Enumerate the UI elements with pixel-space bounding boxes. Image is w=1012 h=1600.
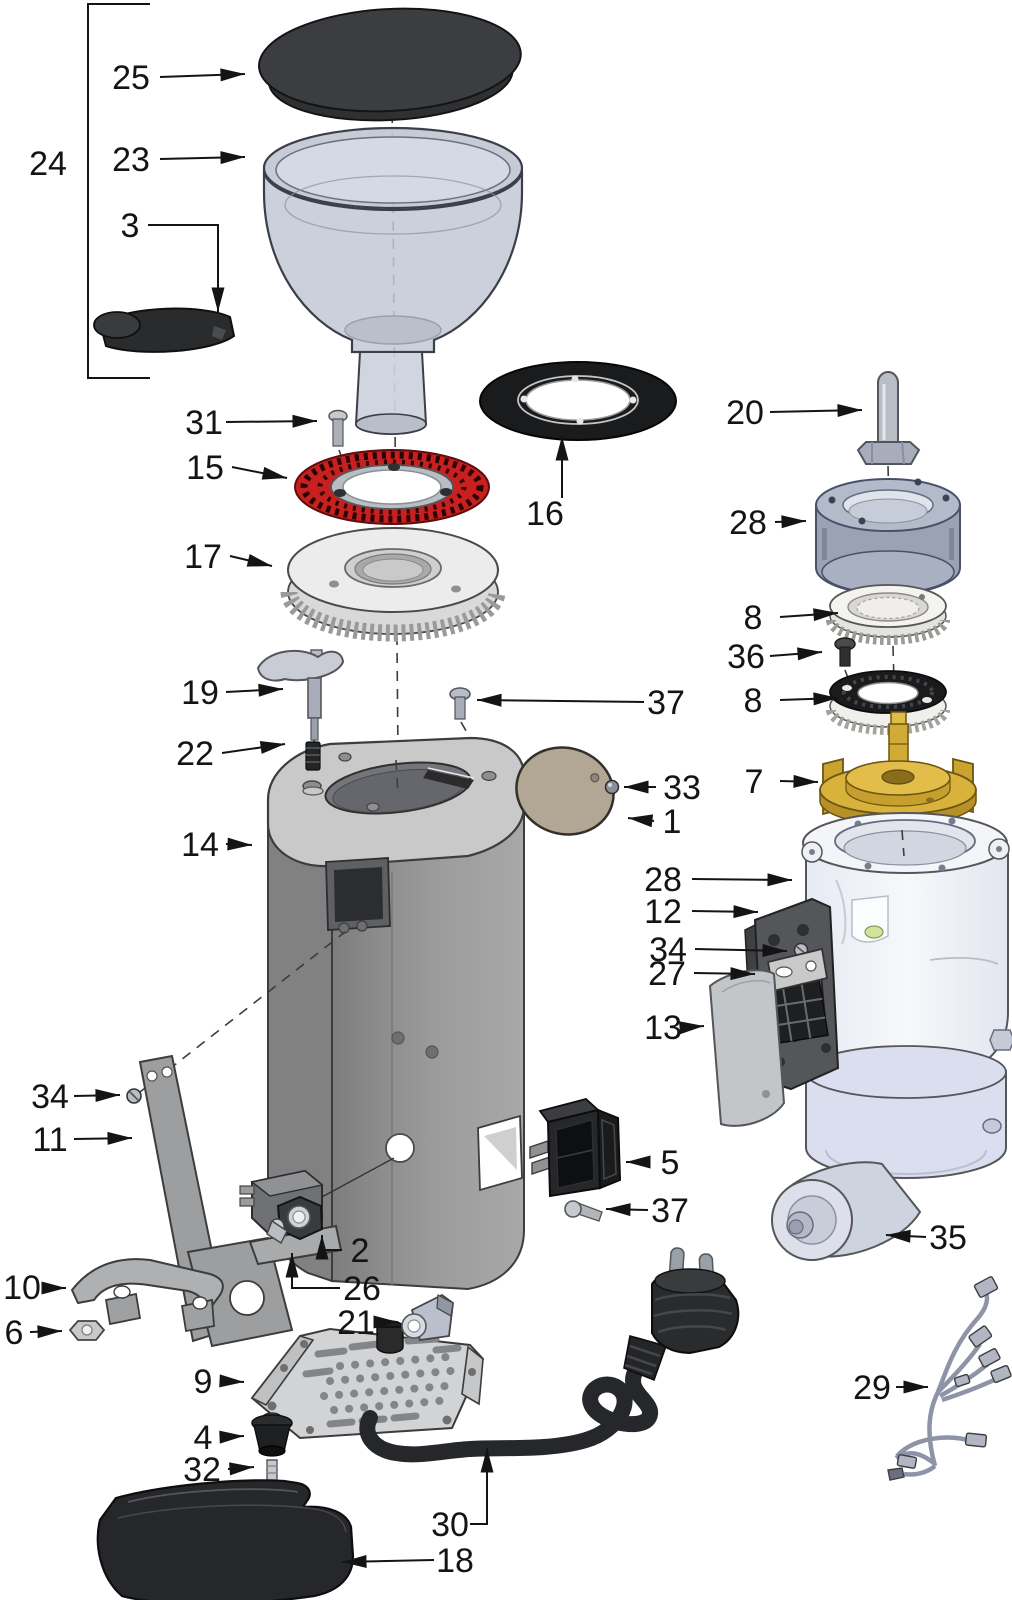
part-lower-burr-ring — [826, 670, 950, 735]
callout-37-screw-top: 37 — [647, 684, 685, 722]
callout-34-screw-left: 34 — [31, 1078, 69, 1116]
callout-17-adjustment-wheel: 17 — [184, 538, 222, 576]
part-screw-37-lower — [564, 1200, 603, 1222]
callout-27-terminal-plate: 27 — [648, 955, 686, 993]
callout-13-bracket-cover: 13 — [644, 1009, 682, 1047]
callout-9-base-plate: 9 — [194, 1363, 213, 1401]
part-hinge-bolt — [856, 371, 921, 465]
callout-4-rubber-foot: 4 — [194, 1419, 213, 1457]
part-bean-hopper — [262, 126, 524, 435]
part-slide-gate — [93, 307, 236, 353]
part-drip-tray — [96, 1479, 355, 1600]
callout-2-potentiometer: 2 — [351, 1232, 370, 1270]
callout-15-upper-burr: 15 — [186, 449, 224, 487]
leader-lines — [29, 3, 928, 1568]
callout-12-mounting-bracket: 12 — [644, 893, 682, 931]
part-motor-capacitor — [771, 1161, 922, 1261]
part-release-knob — [256, 649, 345, 752]
bracket-24 — [87, 3, 150, 379]
callout-7-impeller: 7 — [745, 763, 764, 801]
part-adjustment-wheel — [280, 527, 506, 642]
part-nut — [68, 1320, 106, 1341]
callout-6-nut: 6 — [5, 1314, 24, 1352]
part-terminal-plate — [766, 947, 829, 993]
part-power-cord — [359, 1247, 740, 1463]
callout-16-cover-disc: 16 — [526, 495, 564, 533]
callout-3-slide-gate: 3 — [121, 207, 140, 245]
callout-14-housing: 14 — [181, 826, 219, 864]
part-screw-36 — [834, 637, 856, 667]
callout-29-wiring-harness: 29 — [853, 1369, 891, 1407]
part-bearing-collar — [815, 478, 961, 595]
callout-36-screw: 36 — [727, 638, 765, 676]
part-housing — [266, 736, 526, 1291]
part-pin — [266, 1218, 288, 1245]
callout-23-bean-hopper: 23 — [112, 141, 150, 179]
part-cord-anchor — [401, 1293, 454, 1342]
callout-1-side-cover: 1 — [663, 803, 682, 841]
callout-28-motor-flange: 28 — [644, 861, 682, 899]
callout-37-screw-lower: 37 — [651, 1192, 689, 1230]
part-wiring-harness — [887, 1276, 1012, 1481]
callout-26-pin: 26 — [343, 1270, 381, 1308]
callout-33-ball: 33 — [663, 769, 701, 807]
callout-28-bearing-collar: 28 — [729, 504, 767, 542]
callout-24-hopper-assembly: 24 — [29, 145, 67, 183]
part-side-cover — [515, 746, 615, 836]
part-cover-disc — [479, 361, 677, 441]
callout-8-lower-burr: 8 — [744, 682, 763, 720]
part-burr-carrier-ring — [826, 584, 950, 645]
callout-30-power-cord: 30 — [431, 1506, 469, 1544]
part-motor — [800, 812, 1012, 1179]
callout-18-drip-tray: 18 — [436, 1542, 474, 1580]
callout-34-screw-right: 34 — [649, 931, 687, 969]
callout-32-screw: 32 — [183, 1451, 221, 1489]
callout-22-spring: 22 — [176, 735, 214, 773]
callout-labels: 24 25 23 3 31 15 17 16 20 28 8 36 8 7 19… — [3, 59, 967, 1580]
part-screw-37-top — [449, 687, 471, 720]
callout-5-power-switch: 5 — [661, 1144, 680, 1182]
part-bracket-cover — [708, 969, 786, 1127]
callout-11-side-bracket: 11 — [32, 1121, 67, 1159]
callout-19-release-knob: 19 — [181, 674, 219, 712]
callout-10-retaining-clip: 10 — [3, 1269, 41, 1307]
part-screw-31 — [328, 409, 348, 447]
callout-8-carrier-ring: 8 — [744, 599, 763, 637]
part-potentiometer — [239, 1169, 324, 1241]
part-spring — [302, 741, 324, 796]
callout-21-cord-anchor: 21 — [337, 1304, 375, 1342]
part-rubber-foot — [251, 1412, 293, 1457]
part-hopper-lid — [258, 7, 522, 122]
callout-25-hopper-lid: 25 — [112, 59, 150, 97]
callout-31-screw: 31 — [185, 404, 223, 442]
part-power-switch — [529, 1098, 622, 1198]
part-upper-burr-red — [294, 449, 490, 525]
callout-35-capacitor: 35 — [929, 1219, 967, 1257]
part-screw-34-left — [126, 1088, 142, 1104]
part-retaining-clip — [70, 1258, 224, 1333]
part-ball — [604, 779, 620, 795]
callout-20-hinge-bolt: 20 — [726, 394, 764, 432]
